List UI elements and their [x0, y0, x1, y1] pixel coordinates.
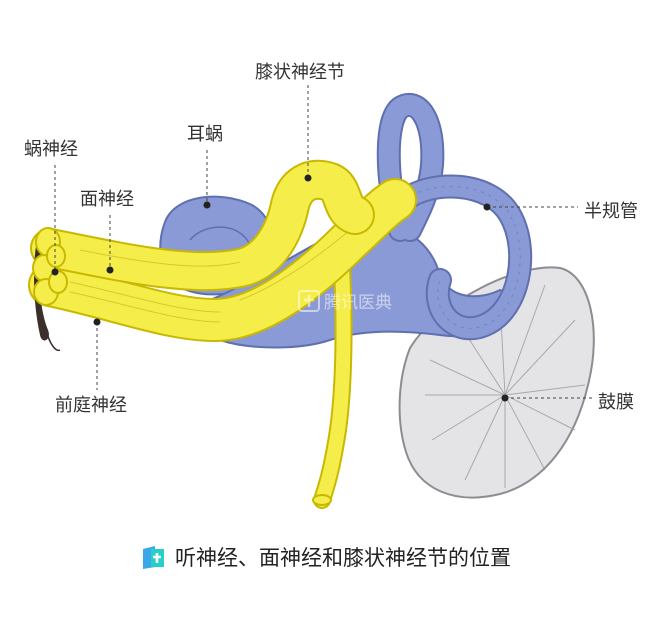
nerve-cut-ends [32, 227, 68, 352]
label-cochlea: 耳蜗 [187, 124, 223, 145]
semicircular-canals [376, 93, 533, 341]
tencent-medical-logo-icon [298, 289, 320, 312]
label-geniculate-ganglion: 膝状神经节 [255, 62, 345, 83]
facial-nerve-upper [30, 159, 375, 292]
tencent-medical-logo-icon [143, 546, 164, 569]
caption-text: 听神经、面神经和膝状神经节的位置 [175, 546, 511, 570]
watermark: 腾讯医典 [298, 288, 392, 313]
watermark-text: 腾讯医典 [324, 293, 392, 313]
label-vestibular-nerve: 前庭神经 [55, 395, 127, 416]
leader-dots [51, 174, 509, 402]
label-tympanic-membrane: 鼓膜 [598, 392, 634, 413]
facial-nerve-descending [313, 231, 353, 509]
leader-lines [54, 85, 595, 399]
label-cochlear-nerve: 蜗神经 [24, 139, 78, 160]
label-semicircular-canals: 半规管 [584, 201, 638, 222]
caption: 听神经、面神经和膝状神经节的位置 [0, 535, 650, 579]
facial-nerve-end [312, 494, 332, 506]
label-facial-nerve: 面神经 [80, 189, 134, 210]
